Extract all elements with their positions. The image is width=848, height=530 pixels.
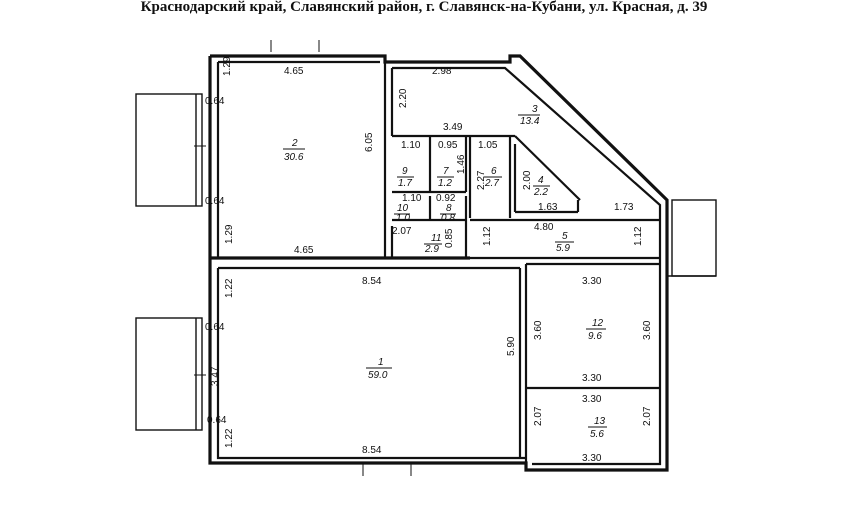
outer-wall-inner-line xyxy=(216,60,662,466)
interior-walls xyxy=(210,62,660,464)
dim: 1.29 xyxy=(222,56,233,76)
svg-text:5.6: 5.6 xyxy=(590,429,604,440)
dim: 4.65 xyxy=(294,245,314,256)
room-13: 135.6 xyxy=(588,416,607,440)
dim: 3.47 xyxy=(210,366,221,386)
svg-text:9: 9 xyxy=(402,166,408,177)
outer-wall xyxy=(208,54,669,472)
dim: 8.54 xyxy=(362,445,382,456)
room-6: 62.7 xyxy=(484,166,502,189)
room-4: 42.2 xyxy=(533,175,550,198)
balcony-lower xyxy=(135,317,203,431)
dim: 1.29 xyxy=(224,224,235,244)
svg-text:2: 2 xyxy=(291,138,298,149)
dim: 0.64 xyxy=(205,322,225,333)
balcony-right xyxy=(671,199,717,277)
dim: 4.80 xyxy=(534,222,554,233)
ticks xyxy=(194,40,412,476)
dim: 0.64 xyxy=(205,96,225,107)
dim: 0.95 xyxy=(438,140,458,151)
dim: 1.10 xyxy=(402,193,422,204)
dim: 3.30 xyxy=(582,373,602,384)
dim: 1.46 xyxy=(456,154,467,174)
dimension-labels: 1.29 4.65 0.64 6.05 0.64 1.29 4.65 2.98 … xyxy=(205,56,653,464)
address-header: Краснодарский край, Славянский район, г.… xyxy=(140,0,708,15)
dim: 2.27 xyxy=(476,170,487,190)
svg-text:1.7: 1.7 xyxy=(398,178,412,189)
svg-text:0.8: 0.8 xyxy=(441,213,455,224)
dim: 2.98 xyxy=(432,66,452,77)
dim: 3.60 xyxy=(642,320,653,340)
dim: 3.60 xyxy=(533,320,544,340)
room-9: 91.7 xyxy=(397,166,414,189)
dim: 6.05 xyxy=(364,132,375,152)
dim: 5.90 xyxy=(506,336,517,356)
svg-text:2.9: 2.9 xyxy=(424,244,439,255)
dim: 1.05 xyxy=(478,140,498,151)
svg-text:4: 4 xyxy=(538,175,544,186)
dim: 3.30 xyxy=(582,276,602,287)
svg-text:7: 7 xyxy=(443,166,449,177)
svg-text:2.7: 2.7 xyxy=(484,178,499,189)
outer-walls xyxy=(208,54,669,472)
balcony-upper xyxy=(135,93,203,207)
dim: 3.30 xyxy=(582,394,602,405)
room-12: 129.6 xyxy=(586,318,606,342)
svg-text:11: 11 xyxy=(431,233,441,244)
svg-text:8: 8 xyxy=(446,203,452,214)
room-1: 159.0 xyxy=(366,357,392,381)
room-11: 112.9 xyxy=(424,233,442,255)
svg-text:13: 13 xyxy=(594,416,606,427)
svg-text:10: 10 xyxy=(397,203,409,214)
room-8: 80.8 xyxy=(440,203,456,224)
svg-text:59.0: 59.0 xyxy=(368,370,388,381)
room-3: 313.4 xyxy=(518,104,540,127)
svg-text:13.4: 13.4 xyxy=(520,116,540,127)
dim: 0.92 xyxy=(436,193,456,204)
svg-text:5.9: 5.9 xyxy=(556,243,570,254)
room-7: 71.2 xyxy=(437,166,454,189)
svg-text:9.6: 9.6 xyxy=(588,331,602,342)
dim: 1.12 xyxy=(482,226,493,246)
dim: 0.64 xyxy=(207,415,227,426)
room-2: 230.6 xyxy=(283,138,305,163)
room-labels: 230.6 313.4 42.2 55.9 62.7 71.2 80.8 91.… xyxy=(283,104,607,440)
svg-text:3: 3 xyxy=(532,104,538,115)
dim: 2.07 xyxy=(533,406,544,426)
room-10: 101.0 xyxy=(394,203,410,224)
dim: 3.30 xyxy=(582,453,602,464)
dim: 1.63 xyxy=(538,202,558,213)
dim: 1.73 xyxy=(614,202,634,213)
svg-text:1: 1 xyxy=(378,357,384,368)
dim: 3.49 xyxy=(443,122,463,133)
dim: 2.07 xyxy=(392,226,412,237)
svg-text:1.0: 1.0 xyxy=(396,213,410,224)
dim: 4.65 xyxy=(284,66,304,77)
dim: 2.20 xyxy=(398,88,409,108)
svg-text:1.2: 1.2 xyxy=(438,178,452,189)
svg-text:5: 5 xyxy=(562,231,568,242)
dim: 1.10 xyxy=(401,140,421,151)
dim: 2.07 xyxy=(642,406,653,426)
svg-text:12: 12 xyxy=(592,318,604,329)
dim: 1.22 xyxy=(224,278,235,298)
svg-text:30.6: 30.6 xyxy=(284,152,304,163)
svg-text:2.2: 2.2 xyxy=(533,187,548,198)
dim: 0.64 xyxy=(205,196,225,207)
dim: 0.85 xyxy=(444,228,455,248)
dim: 1.22 xyxy=(224,428,235,448)
dim: 2.00 xyxy=(522,170,533,190)
dim: 8.54 xyxy=(362,276,382,287)
svg-text:6: 6 xyxy=(491,166,497,177)
dim: 1.12 xyxy=(633,226,644,246)
room-5: 55.9 xyxy=(555,231,574,254)
